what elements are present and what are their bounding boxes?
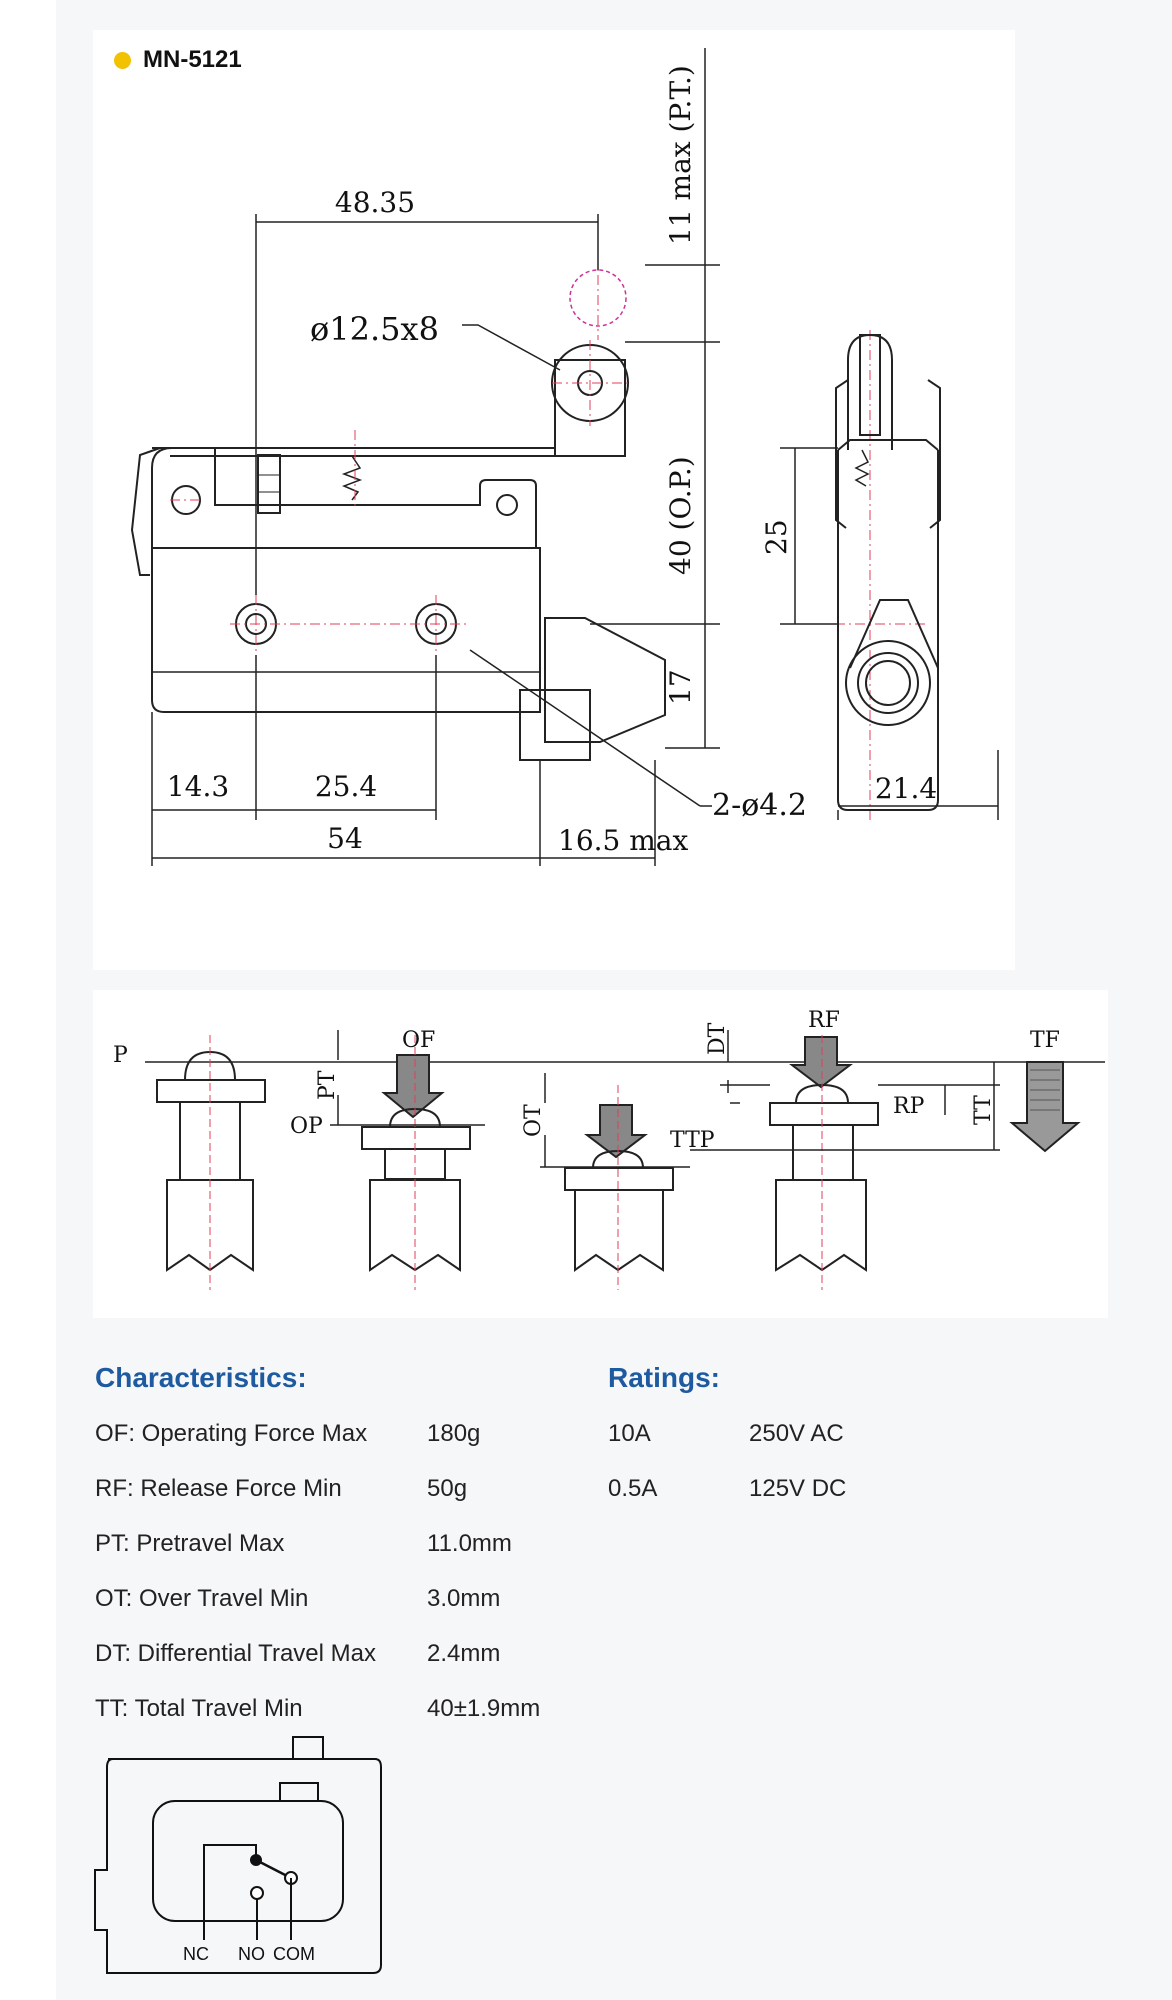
label-ot: OT (521, 1104, 546, 1137)
actuator-lever (152, 447, 556, 457)
label-op: OP (290, 1114, 323, 1139)
label-of: OF (402, 1028, 435, 1053)
side-view-body (837, 450, 939, 811)
char-value-dt: 2.4mm (427, 1640, 501, 1667)
rating-voltage-ac: 250V AC (749, 1420, 844, 1447)
wiring-diagram: NC NO COM (94, 1736, 382, 1974)
pin-no: NO (238, 1944, 265, 1964)
pin-nc: NC (183, 1944, 209, 1964)
dim-roller: ø12.5x8 (310, 310, 439, 348)
label-p: P (113, 1043, 128, 1068)
mounting-flange (130, 447, 161, 576)
dim-21-4: 21.4 (875, 772, 937, 805)
dim-14-3: 14.3 (167, 770, 229, 803)
tf-arrow (1009, 1061, 1081, 1153)
label-tf: TF (1030, 1028, 1060, 1053)
characteristics-title: Characteristics: (95, 1362, 307, 1393)
travel-diagram: P OF PT OP OT TTP DT RF RP TT TF (113, 1008, 1105, 1290)
label-pt: PT (315, 1070, 340, 1100)
dim-pt: 11 max (P.T.) (664, 65, 697, 245)
label-rp: RP (893, 1094, 925, 1119)
dim-16-5: 16.5 max (558, 824, 688, 857)
rating-voltage-dc: 125V DC (749, 1475, 847, 1502)
dim-54: 54 (327, 822, 363, 855)
char-value-pt: 11.0mm (427, 1530, 512, 1557)
dim-holes: 2-ø4.2 (712, 788, 807, 823)
char-label-dt: DT: Differential Travel Max (95, 1640, 376, 1667)
char-value-ot: 3.0mm (427, 1585, 501, 1612)
char-label-of: OF: Operating Force Max (95, 1420, 368, 1447)
of-arrow (381, 1054, 445, 1119)
rf-arrow (789, 1036, 853, 1089)
ratings-title: Ratings: (608, 1362, 720, 1393)
label-rf: RF (808, 1008, 840, 1033)
char-label-tt: TT: Total Travel Min (95, 1695, 303, 1722)
dim-25-4: 25.4 (315, 770, 377, 803)
rating-current-dc: 0.5A (608, 1475, 658, 1502)
dimension-drawing-card (93, 30, 1015, 970)
char-label-pt: PT: Pretravel Max (95, 1530, 285, 1557)
switch-body (151, 547, 541, 713)
char-label-ot: OT: Over Travel Min (95, 1585, 309, 1612)
label-tt: TT (971, 1095, 996, 1125)
ttp-arrow (584, 1104, 648, 1159)
char-value-rf: 50g (427, 1475, 468, 1502)
dim-17: 17 (664, 669, 697, 705)
label-ttp: TTP (670, 1128, 715, 1153)
dim-25: 25 (760, 519, 793, 555)
char-label-rf: RF: Release Force Min (95, 1475, 342, 1502)
model-title: MN-5121 (114, 46, 242, 74)
char-value-tt: 40±1.9mm (427, 1695, 541, 1722)
switch-body-top (151, 447, 537, 548)
model-name: MN-5121 (143, 46, 242, 73)
label-dt: DT (705, 1022, 730, 1055)
bullet-dot-icon (114, 51, 131, 69)
dim-48-35: 48.35 (335, 186, 415, 219)
char-value-of: 180g (427, 1420, 481, 1447)
dimension-drawing: 48.35 ø12.5x8 11 max (P.T.) 40 (O.P.) 17… (130, 48, 999, 866)
pin-com: COM (273, 1944, 315, 1964)
dim-op: 40 (O.P.) (664, 456, 697, 575)
rating-current-ac: 10A (608, 1420, 651, 1447)
